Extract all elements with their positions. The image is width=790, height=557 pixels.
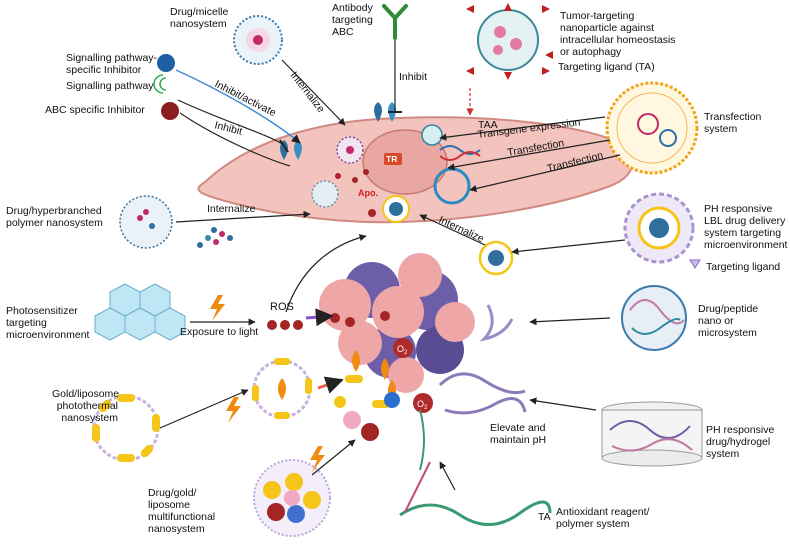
drug-particles [335,169,376,217]
o2-label-a: O2 [397,344,408,356]
arrows [159,40,626,491]
abc-transporter-icon [280,140,302,160]
gold-liposome-icon [92,394,160,462]
label-drug-hyperbranched: Drug/hyperbranched polymer nanosystem [6,205,103,229]
ros-particles [267,320,303,330]
label-targeting-ligand-ta: Targeting ligand (TA) [558,61,655,73]
cell-nucleus [362,129,448,195]
gold-liposome-heated-icon [252,358,312,419]
label-ph-lbl: PH responsive LBL drug delivery system t… [704,203,788,251]
label-abc-inhibitor: ABC specific Inhibitor [45,104,145,116]
gold-rods-tumor [345,375,390,408]
inhibit-antibody-label: Inhibit [399,71,427,83]
tumor-mass [319,253,475,393]
hydrogel-network-icon [438,372,527,415]
label-drug-gold: Drug/gold/ liposome multifunctional nano… [148,487,216,535]
lightning-icon [210,295,225,321]
ph-hydrogel-system-icon [601,401,703,467]
lbl-particle-icon [382,195,410,223]
polymer-drug-cluster [197,227,233,248]
heat-arrow [317,376,344,394]
hyperbranched-polymer-icon [119,195,173,249]
drug-peptide-system-icon [621,285,687,351]
internalize-hyper-label: Internalize [207,203,256,215]
lightning-icon [226,397,241,423]
targeting-ligand-shape-icon [689,259,701,269]
multifunctional-nanosystem-icon [253,459,331,537]
taa-label: TAA [478,119,498,131]
label-elevate-ph: Elevate and maintain pH [490,422,547,446]
tr-label: TR [386,154,397,164]
label-ros: ROS [270,301,294,313]
inhibit-activate-label: Inhibit/activate [213,78,278,119]
drug-micelle-system-icon [233,15,283,65]
photosensitizer-sheet-icon [94,283,186,341]
label-gold-liposome: Gold/liposome photothermal nanosystem [52,388,120,424]
label-ta-short: TA [538,511,551,523]
ph-lbl-system-icon [623,192,695,264]
label-transfection-system: Transfection system [704,111,762,135]
label-signalling-pathway: Signalling pathway [66,80,154,92]
abc-inhibitor-icon [161,102,179,120]
oxygen-bubble-icon [413,393,433,413]
label-targeting-ligand: Targeting ligand [706,261,781,273]
internalize-top-label: Internalize [288,69,327,115]
peptide-chain-icon [479,304,514,342]
oxygen-bubble-icon [393,338,413,358]
antibody-icon [382,4,408,40]
label-antioxidant: Antioxidant reagent/ polymer system [556,506,650,530]
o2-label-b: O2 [417,399,428,411]
lbl-particle-moving-icon [478,240,514,276]
signalling-inhibitor-icon [157,54,175,72]
label-drug-micelle: Drug/micelle nanosystem [170,6,229,30]
transfection-system-icon [605,81,699,175]
lightning-icon [310,446,325,472]
label-signalling-inhibitor: Signalling pathway- specific Inhibitor [66,52,158,76]
antioxidant-polymer-icon [399,500,552,526]
nanoparticle-icon [421,124,443,146]
micelle-icon [336,136,364,164]
label-ph-hydrogel: PH responsive drug/hydrogel system [706,424,775,460]
light-exposure-arrow [305,308,334,327]
label-tumor-targeting: Tumor-targeting nanoparticle against int… [560,10,676,58]
targeting-ligand-icon [466,3,553,80]
tumor-targeting-nanoparticle-icon [477,9,539,71]
inhibit-activate-arrow [175,69,301,144]
apo-label: Apo. [358,188,378,198]
released-particles [334,392,400,441]
hyperbranched-particle-icon [311,180,339,208]
label-drug-peptide: Drug/peptide nano or microsystem [698,303,759,339]
label-exposure: Exposure to light [180,326,259,338]
tr-badge [384,153,402,165]
label-photosensitizer: Photosensitizer targeting microenvironme… [6,305,90,341]
signal-waves-icon [153,74,167,94]
label-antibody: Antibody targeting ABC [332,2,373,38]
